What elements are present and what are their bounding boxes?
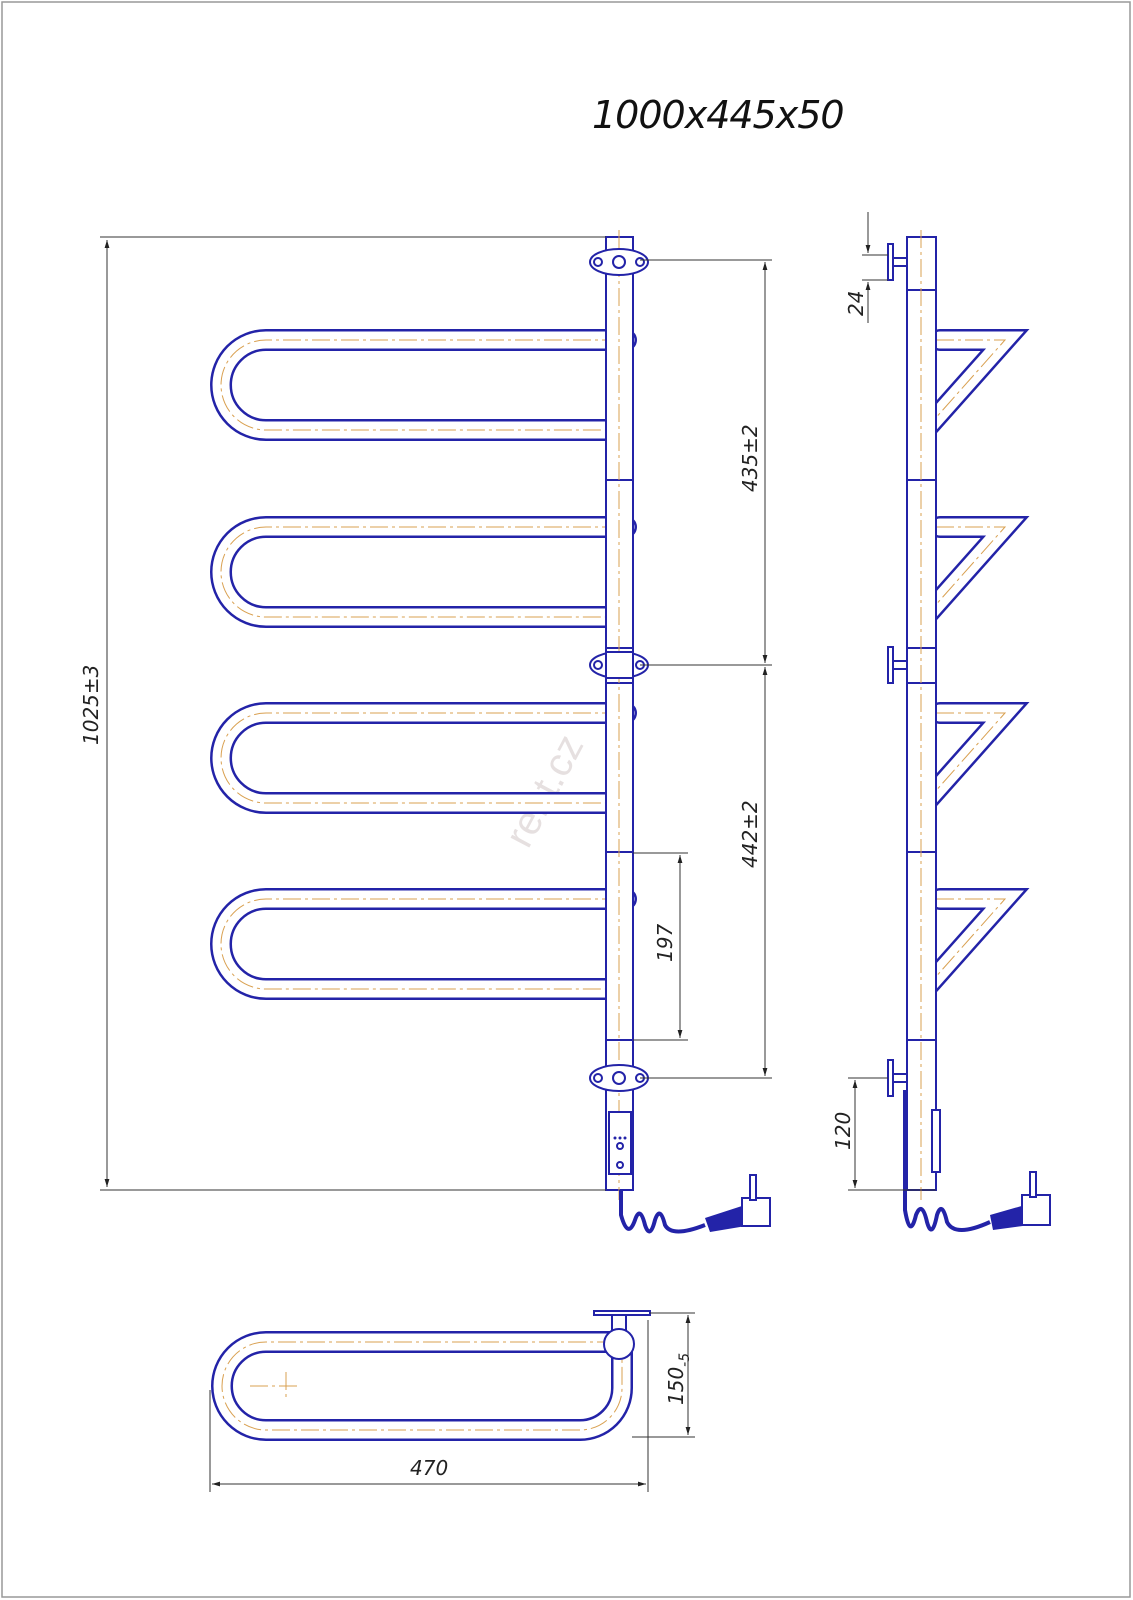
watermark: rent.cz <box>497 728 592 855</box>
side-bracket-top <box>887 243 908 281</box>
mount-bracket-middle <box>589 651 649 679</box>
side-cable <box>903 1090 991 1232</box>
dim-upper-spacing: 435±2 <box>738 424 762 492</box>
dim-bracket-offset: 24 <box>844 291 868 316</box>
power-cable-plug <box>619 1174 771 1234</box>
front-loops <box>210 329 637 1000</box>
dim-width: 470 <box>410 1456 448 1480</box>
controller-box <box>608 1111 632 1175</box>
front-view <box>210 230 771 1234</box>
dim-lower-spacing: 442±2 <box>738 800 762 868</box>
pipe-section <box>603 1328 635 1360</box>
dim-bottom-offset: 120 <box>831 1112 855 1150</box>
dim-total-height: 1025±3 <box>79 665 103 745</box>
dim-loop-gap: 197 <box>653 924 677 962</box>
side-controller <box>931 1109 941 1173</box>
drawing-title: 1000x445x50 <box>592 93 844 137</box>
side-bracket-middle <box>887 646 908 684</box>
side-arms <box>914 329 1030 1000</box>
top-dimensions: 150-5 470 <box>209 1312 695 1492</box>
side-view <box>887 230 1051 1232</box>
top-view <box>211 1310 651 1441</box>
mount-bracket-top <box>589 248 649 276</box>
side-dimensions: 24 120 <box>831 212 936 1191</box>
mount-bracket-bottom <box>589 1064 649 1092</box>
dim-depth: 150-5 <box>664 1353 693 1405</box>
front-dimensions: 1025±3 435±2 442±2 197 <box>79 236 772 1191</box>
